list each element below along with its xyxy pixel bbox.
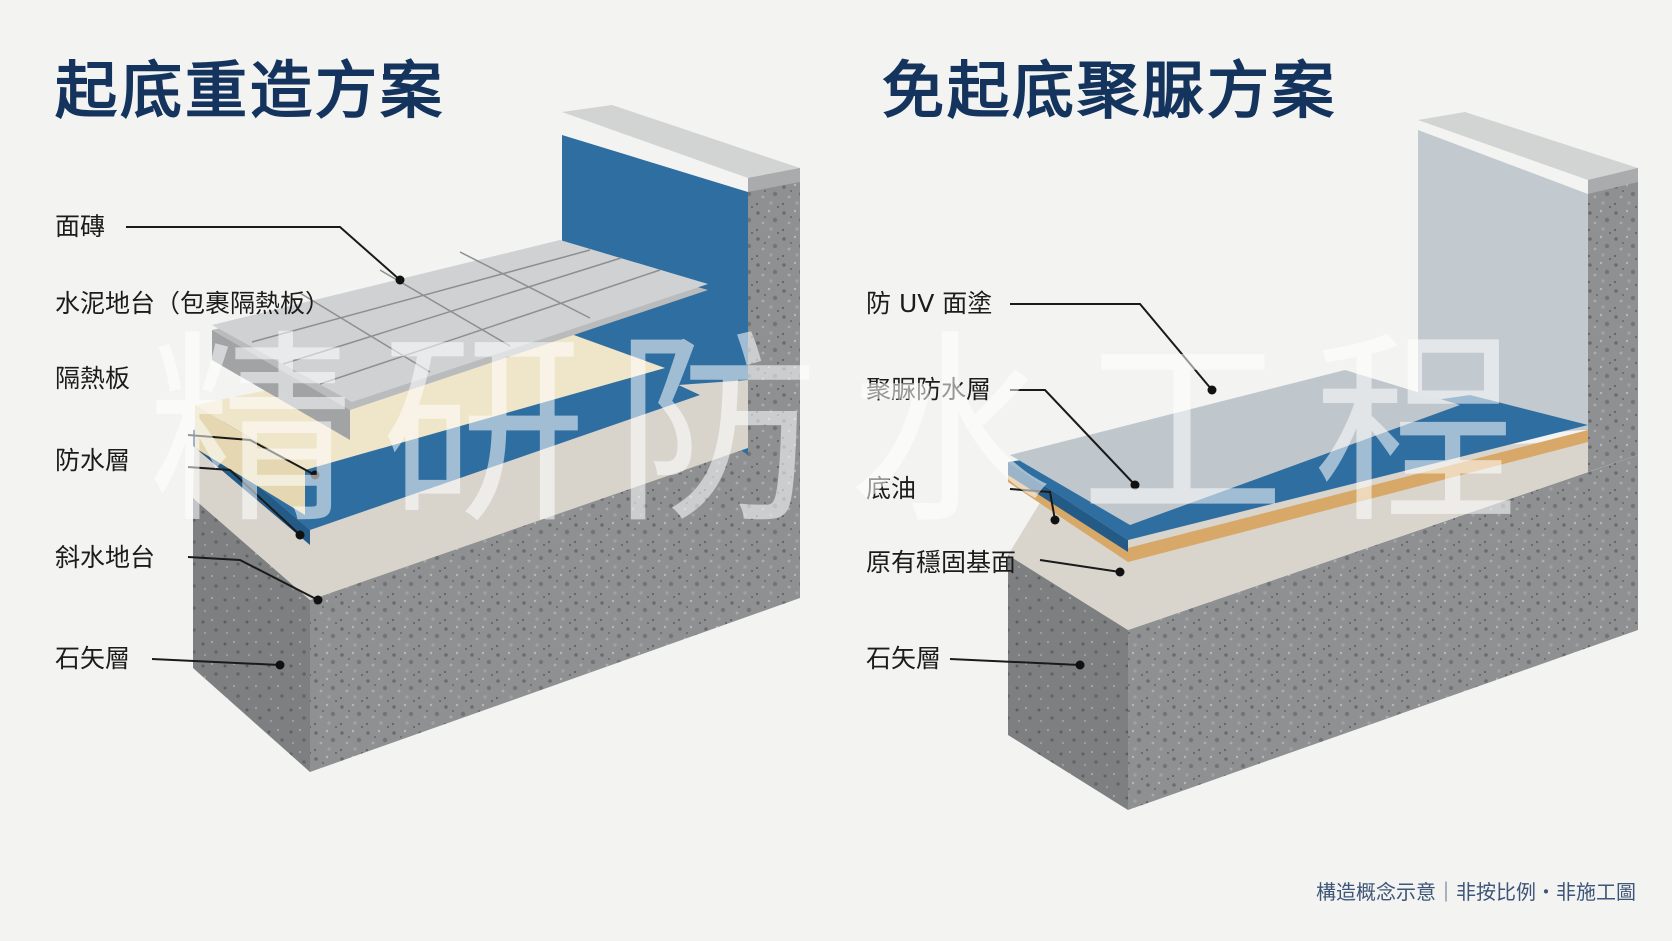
right-leader-dots: [1050, 385, 1217, 670]
left-tile-top: [212, 240, 708, 402]
right-assembly: [949, 112, 1638, 810]
left-wall-cap: [562, 105, 800, 178]
footnote: 構造概念示意｜非按比例・非施工圖: [1316, 880, 1636, 904]
label-cement-bed: 水泥地台（包裹隔熱板）: [55, 289, 331, 318]
right-base-front: [1128, 455, 1638, 810]
label-waterproof-layer: 防水層: [55, 446, 131, 475]
right-panel-title: 免起底聚脲方案: [882, 54, 1338, 127]
left-insulation-side: [195, 405, 305, 515]
label-structural-slab-left: 石矢層: [55, 644, 131, 673]
label-primer: 底油: [866, 474, 917, 503]
left-insulation: [195, 330, 665, 470]
left-cement-bed-side: [212, 330, 350, 440]
right-polyurea-edge: [1008, 462, 1128, 552]
right-base-side: [1008, 555, 1128, 810]
label-insulation: 隔熱板: [55, 364, 131, 393]
right-wall-side: [1588, 168, 1638, 472]
left-wall-cap-front: [748, 168, 800, 192]
left-wall-side: [748, 168, 800, 448]
right-wall-coating: [1418, 130, 1588, 440]
left-leader-dots: [275, 275, 405, 670]
left-base-front: [310, 428, 800, 772]
right-leader-lines: [949, 303, 1213, 666]
label-sloped-screed: 斜水地台: [55, 543, 156, 572]
left-tile-joints: [251, 249, 661, 385]
label-tile: 面磚: [55, 212, 106, 241]
left-leader-lines: [126, 226, 401, 666]
label-structural-slab-right: 石矢層: [866, 644, 942, 673]
label-polyurea-layer: 聚脲防水層: [866, 375, 992, 404]
left-base-side: [193, 498, 310, 772]
label-uv-topcoat: 防 UV 面塗: [866, 289, 993, 318]
label-existing-substrate: 原有穩固基面: [866, 548, 1017, 577]
right-uv-topcoat: [1010, 370, 1460, 525]
left-assembly: [126, 105, 800, 772]
left-panel-title: 起底重造方案: [55, 54, 446, 127]
right-wall-cap: [1418, 112, 1638, 180]
right-wall-cap-front: [1588, 168, 1638, 194]
